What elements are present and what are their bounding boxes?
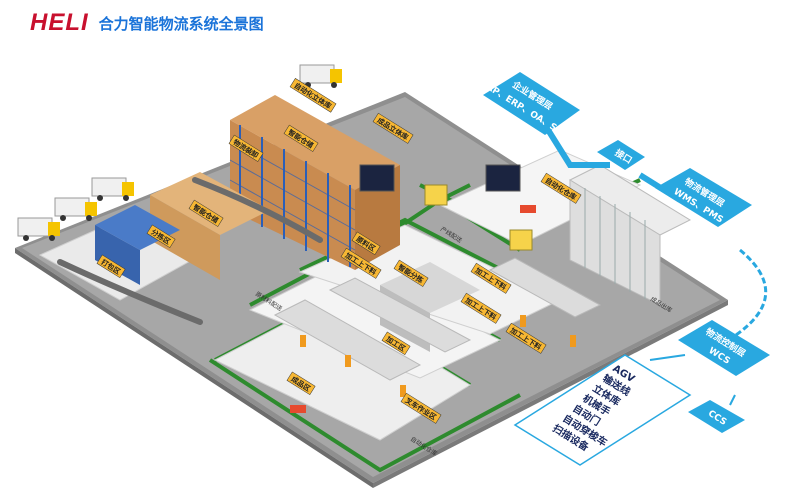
zone-tag-background xyxy=(96,254,126,279)
zone-tag-label: 自动化立体库 xyxy=(293,81,333,111)
zone-tag-background xyxy=(460,292,502,324)
finished-goods-racks xyxy=(568,164,692,306)
enterprise-layer-box: 企业管理层 SAP、ERP、OA、SCM xyxy=(479,72,580,142)
truck-icon xyxy=(17,217,60,241)
logistics-control-box: 物流控制层 WCS xyxy=(678,320,770,376)
zone-tag-background xyxy=(286,371,316,396)
robot-arm-icon xyxy=(300,315,576,397)
zone-tag-background xyxy=(228,134,264,162)
brand-header: HELI 合力智能物流系统全景图 xyxy=(30,9,264,36)
zone-tag-background xyxy=(289,78,337,113)
zone-tag-background xyxy=(505,322,547,354)
zone-tag-background xyxy=(470,262,512,294)
page-title: 合力智能物流系统全景图 xyxy=(98,14,264,33)
zone-tag-background xyxy=(540,172,582,204)
conveyors xyxy=(57,177,323,325)
ccs-box: CCS xyxy=(688,400,745,433)
zone-tag-background xyxy=(188,199,224,227)
zone-tag-background xyxy=(400,392,442,424)
zone-tag-background xyxy=(146,224,176,249)
zone-tag-background xyxy=(351,231,381,256)
truck-icon xyxy=(54,197,97,221)
zone-tag-background xyxy=(393,259,429,287)
monitor-icon xyxy=(359,164,521,192)
zone-tag-background xyxy=(340,247,382,279)
processing-lines xyxy=(273,257,602,381)
zone-tag-background xyxy=(372,112,414,144)
heli-logo: HELI xyxy=(30,9,89,36)
zone-tag-background xyxy=(381,331,411,356)
zone-tag-background xyxy=(283,124,319,152)
truck-icon xyxy=(299,64,342,88)
interface-box: 接口 xyxy=(597,140,645,170)
truck-icon xyxy=(91,177,134,201)
automatic-door-icon xyxy=(424,184,533,251)
